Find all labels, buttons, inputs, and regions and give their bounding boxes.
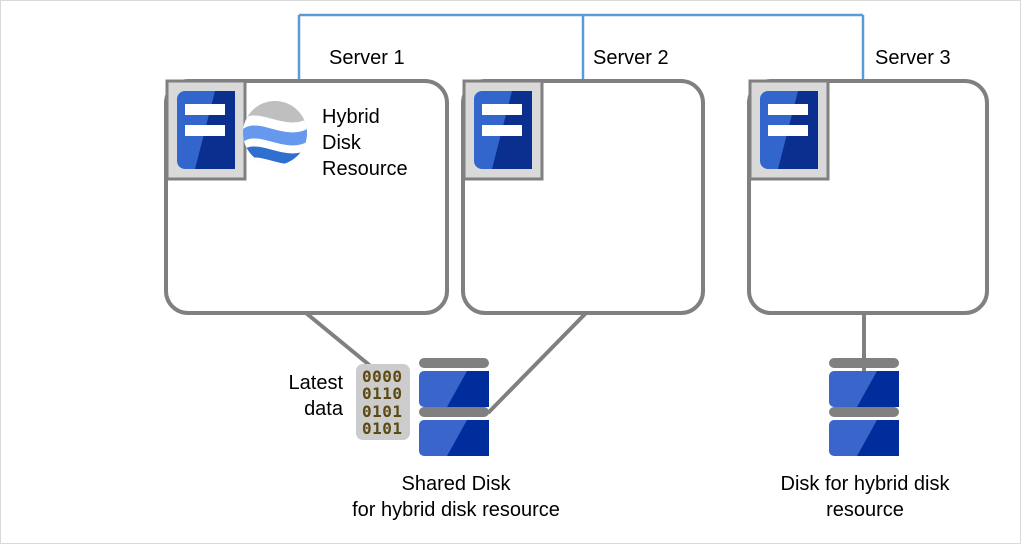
connector-server2-shared-disk [486, 311, 588, 415]
latest-data-label-line-0: Latest [288, 372, 343, 394]
server-label-3: Server 3 [875, 47, 951, 69]
server-icon-3 [748, 79, 830, 181]
shared-disk-icon [419, 358, 489, 456]
server-icon-1 [165, 79, 247, 181]
server3-disk-caption-line-0: Disk for hybrid disk [780, 473, 950, 495]
latest-data-label-line-1: data [304, 398, 343, 420]
server3-disk-caption-line-1: resource [826, 499, 904, 521]
hybrid-resource-label-line-1: Disk [322, 132, 361, 154]
latest-data-block [356, 364, 410, 440]
shared-disk-caption-line-1: for hybrid disk resource [352, 499, 560, 521]
binary-row-0: 0000 [362, 367, 403, 386]
hybrid-resource-label-line-2: Resource [322, 158, 408, 180]
hybrid-resource-label-line-0: Hybrid [322, 106, 380, 128]
connector-server1-shared-disk [304, 311, 381, 375]
network-bus [297, 13, 865, 81]
latest-data-binary-text: 0000 0110 0101 0101 [362, 367, 403, 438]
disk-icon-server3 [829, 358, 899, 456]
server-label-2: Server 2 [593, 47, 669, 69]
binary-row-2: 0101 [362, 402, 403, 421]
server-icon-2 [462, 79, 544, 181]
binary-row-1: 0110 [362, 384, 403, 403]
shared-disk-caption-line-0: Shared Disk [401, 473, 511, 495]
hybrid-disk-resource-globe-icon [243, 101, 307, 165]
server-label-1: Server 1 [329, 47, 405, 69]
binary-row-3: 0101 [362, 419, 403, 438]
